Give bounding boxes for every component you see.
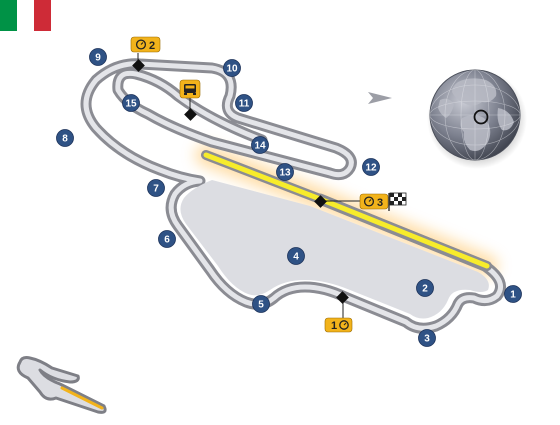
turn-label: 12 (365, 163, 377, 174)
turn-label: 11 (239, 99, 250, 110)
sector-marker-2: 2 (130, 36, 161, 72)
turn-badges: 1 2 3 4 5 6 7 8 (56, 48, 522, 347)
turn-label: 10 (226, 64, 238, 75)
turn-badge-11: 11 (235, 94, 253, 112)
pit-lane-icon (184, 84, 196, 95)
turn-label: 5 (258, 300, 264, 311)
turn-badge-7: 7 (147, 179, 165, 197)
turn-label: 3 (424, 334, 430, 345)
turn-label: 13 (279, 168, 291, 179)
track (80, 58, 506, 334)
flag-band-green (0, 0, 17, 31)
turn-label: 8 (62, 134, 68, 145)
turn-badge-14: 14 (251, 136, 269, 154)
pit-marker (179, 79, 201, 121)
turn-badge-13: 13 (276, 163, 294, 181)
turn-badge-3: 3 (418, 329, 436, 347)
stopwatch-icon (135, 39, 147, 50)
turn-badge-9: 9 (89, 48, 107, 66)
turn-label: 4 (293, 252, 299, 263)
globe-icon (427, 69, 527, 169)
turn-label: 14 (254, 141, 266, 152)
location-highlight (473, 109, 489, 125)
turn-label: 6 (164, 235, 170, 246)
checkered-flag-icon (388, 192, 407, 211)
sector-1-label: 1 (331, 320, 337, 332)
infield-area (180, 180, 489, 319)
sector-2-label: 2 (149, 40, 155, 52)
mini-track-map (16, 356, 107, 414)
turn-badge-10: 10 (223, 59, 241, 77)
turn-badge-6: 6 (158, 230, 176, 248)
turn-label: 2 (422, 284, 428, 295)
turn-badge-4: 4 (287, 247, 305, 265)
turn-label: 1 (510, 290, 516, 301)
sector-marker-3: 3 (314, 192, 407, 211)
flag-band-red (34, 0, 51, 31)
turn-badge-2: 2 (416, 279, 434, 297)
turn-label: 7 (153, 184, 159, 195)
turn-badge-1: 1 (504, 285, 522, 303)
turn-label: 9 (95, 53, 101, 64)
sector-3-label: 3 (377, 197, 383, 209)
turn-badge-15: 15 (122, 94, 140, 112)
pointer-arrow-icon (368, 92, 392, 104)
turn-badge-12: 12 (362, 158, 380, 176)
sector-marker-1: 1 (324, 291, 353, 333)
country-flag-italy (0, 0, 51, 31)
turn-badge-5: 5 (252, 295, 270, 313)
flag-band-white (17, 0, 34, 31)
stopwatch-icon (363, 196, 375, 207)
turn-label: 15 (125, 99, 137, 110)
turn-badge-8: 8 (56, 129, 74, 147)
stopwatch-icon (339, 320, 349, 330)
